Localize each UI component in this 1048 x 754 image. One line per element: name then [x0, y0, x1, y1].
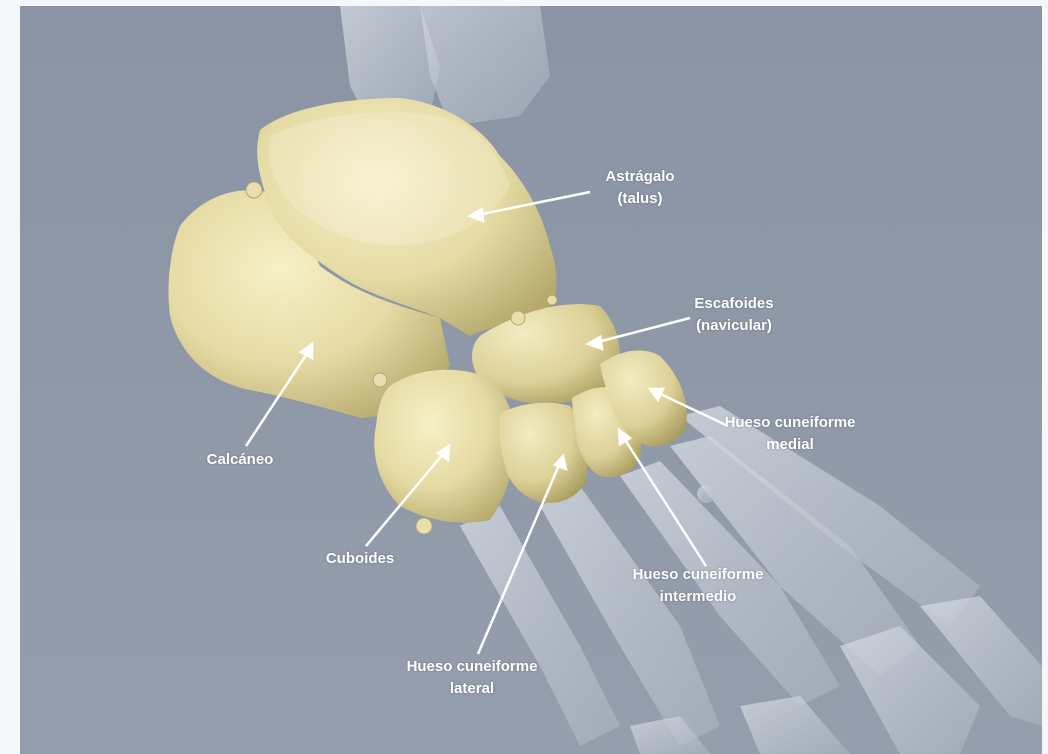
label-talus-line1: Astrágalo [592, 166, 688, 188]
label-lateral-cuneiform-line1: Hueso cuneiforme [394, 656, 550, 678]
label-lateral-cuneiform: Hueso cuneiforme lateral [394, 656, 550, 700]
cuboid-bone [374, 370, 515, 523]
label-navicular-line1: Escafoides [684, 293, 784, 315]
label-medial-cuneiform-line2: medial [718, 434, 862, 456]
label-calcaneus: Calcáneo [190, 449, 290, 471]
label-cuboid: Cuboides [310, 548, 410, 570]
label-medial-cuneiform-line1: Hueso cuneiforme [718, 412, 862, 434]
label-navicular: Escafoides (navicular) [684, 293, 784, 337]
label-cuboid-line1: Cuboides [310, 548, 410, 570]
label-intermediate-cuneiform: Hueso cuneiforme intermedio [620, 564, 776, 608]
label-talus: Astrágalo (talus) [592, 166, 688, 210]
label-intermediate-cuneiform-line1: Hueso cuneiforme [620, 564, 776, 586]
label-talus-line2: (talus) [592, 188, 688, 210]
foot-bones-illustration [20, 6, 1042, 754]
label-lateral-cuneiform-line2: lateral [394, 678, 550, 700]
label-medial-cuneiform: Hueso cuneiforme medial [718, 412, 862, 456]
label-navicular-line2: (navicular) [684, 315, 784, 337]
label-calcaneus-line1: Calcáneo [190, 449, 290, 471]
foot-skeleton-viewport: Astrágalo (talus) Escafoides (navicular)… [20, 6, 1042, 754]
label-intermediate-cuneiform-line2: intermedio [620, 586, 776, 608]
